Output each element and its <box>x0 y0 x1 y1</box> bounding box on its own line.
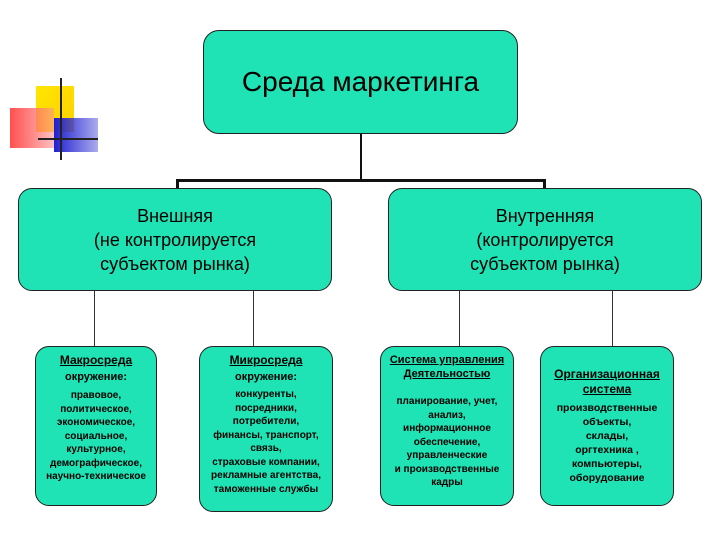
branch-internal-label: Внутренняя (контролируется субъектом рын… <box>470 205 620 274</box>
decorative-logo <box>8 78 108 168</box>
leaf-macro-environment: Макросреда окружение: правовое, политиче… <box>35 346 157 506</box>
connector-macro <box>94 291 95 346</box>
leaf-macro-body: правовое, политическое, экономическое, с… <box>46 390 146 482</box>
leaf-organization-title: Организационная система <box>554 367 660 396</box>
leaf-management-title: Система управления Деятельностью <box>389 354 505 380</box>
leaf-macro-subtitle: окружение: <box>64 371 127 383</box>
connector-micro <box>253 291 254 346</box>
root-label: Среда маркетинга <box>241 66 480 97</box>
leaf-management-system: Система управления Деятельностью планиро… <box>380 346 514 506</box>
connector-left-tick <box>176 179 179 188</box>
leaf-micro-environment: Микросреда окружение: конкуренты, посред… <box>199 346 333 512</box>
connector-management <box>459 291 460 346</box>
connector-organization <box>612 291 613 346</box>
branch-internal: Внутренняя (контролируется субъектом рын… <box>388 188 702 291</box>
leaf-management-body: планирование, учет, анализ, информационн… <box>394 396 500 488</box>
leaf-macro-title: Макросреда <box>59 353 133 367</box>
leaf-organizational-system: Организационная система производственные… <box>540 346 674 506</box>
leaf-micro-subtitle: окружение: <box>234 371 297 383</box>
connector-root-down <box>360 134 362 180</box>
root-node: Среда маркетинга <box>203 30 518 134</box>
branch-external: Внешняя (не контролируется субъектом рын… <box>18 188 332 291</box>
leaf-micro-title: Микросреда <box>229 353 303 367</box>
connector-bracket <box>176 179 546 182</box>
branch-external-label: Внешняя (не контролируется субъектом рын… <box>93 205 257 274</box>
leaf-organization-body: производственные объекты, склады, оргтех… <box>556 402 658 484</box>
connector-right-tick <box>543 179 546 188</box>
leaf-micro-body: конкуренты, посредники, потребители, фин… <box>211 389 321 495</box>
